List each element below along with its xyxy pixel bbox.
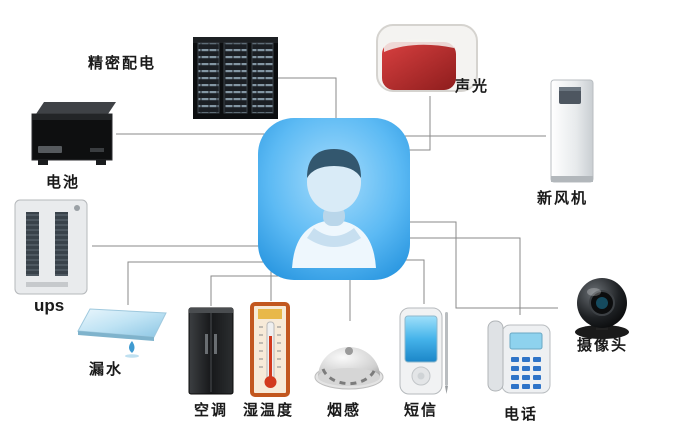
user-avatar-icon <box>258 118 410 280</box>
leak-panel-image <box>77 308 167 358</box>
device-water-leak <box>76 305 170 359</box>
label-sms: 短信 <box>404 402 439 419</box>
device-telephone <box>486 315 552 401</box>
device-sms <box>396 304 452 398</box>
label-telephone: 电话 <box>504 406 539 423</box>
webcam-image <box>575 278 629 339</box>
wire-air-conditioner <box>210 275 290 306</box>
wire-camera <box>395 221 558 309</box>
device-humidity-temperature <box>248 301 292 398</box>
air-cabinet-image <box>550 79 594 183</box>
label-sound-light-alarm: 声光 <box>455 78 490 95</box>
desk-phone-image <box>487 320 551 394</box>
ac-cabinet-image <box>188 307 234 395</box>
device-ups <box>10 196 92 298</box>
server-racks-image <box>193 37 278 119</box>
label-power-distribution: 精密配电 <box>88 55 157 72</box>
device-sound-light-alarm <box>374 22 480 96</box>
label-battery: 电池 <box>46 174 81 191</box>
label-air-conditioner: 空调 <box>194 402 229 419</box>
device-power-distribution <box>193 33 278 122</box>
label-humidity-temperature: 湿温度 <box>243 402 295 419</box>
monitoring-center-icon <box>256 116 412 282</box>
smoke-dome-image <box>314 346 384 390</box>
label-fresh-air-unit: 新风机 <box>537 190 589 207</box>
label-ups: ups <box>34 296 65 315</box>
device-air-conditioner <box>184 306 238 398</box>
device-fresh-air-unit <box>546 78 598 188</box>
device-battery <box>26 92 118 172</box>
siren-image <box>376 24 478 92</box>
mobile-phone-image <box>399 307 448 395</box>
wire-telephone <box>395 237 521 315</box>
device-smoke-detector <box>313 321 385 392</box>
ups-cabinet-image <box>14 199 88 295</box>
battery-box-image <box>31 102 116 165</box>
label-water-leak: 漏水 <box>89 361 124 378</box>
thermometer-image <box>250 302 290 397</box>
label-camera: 摄像头 <box>577 337 629 354</box>
label-smoke-detector: 烟感 <box>327 402 362 419</box>
device-camera <box>556 276 648 340</box>
wire-water-leak <box>127 261 290 305</box>
